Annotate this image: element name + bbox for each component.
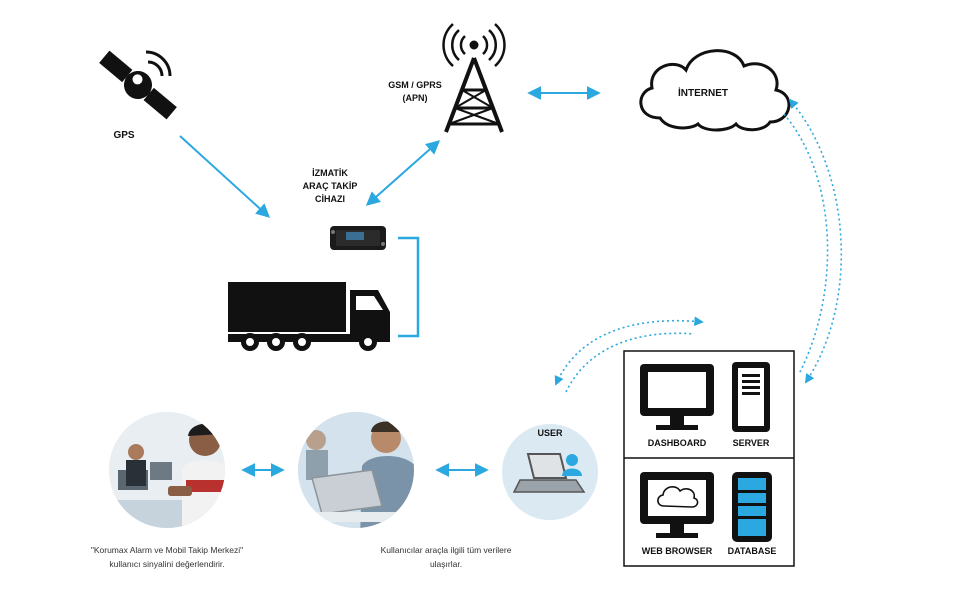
apn-label: (APN) bbox=[403, 93, 428, 103]
database-icon bbox=[732, 472, 772, 542]
internet-server-dotted-arrows bbox=[783, 98, 843, 384]
truck-icon bbox=[228, 282, 390, 351]
database-label: DATABASE bbox=[728, 546, 777, 556]
user-label: USER bbox=[537, 428, 563, 438]
device-label-line1: İZMATİK bbox=[312, 168, 348, 178]
user-server-dotted-arrows bbox=[554, 316, 704, 393]
tracking-device-icon bbox=[330, 226, 386, 250]
gps-to-device-arrow bbox=[179, 135, 271, 218]
device-tower-arrow bbox=[365, 140, 441, 206]
device-label-line3: CİHAZI bbox=[315, 194, 345, 204]
gsm-label: GSM / GPRS bbox=[388, 80, 442, 90]
alarm-caption-line1: "Korumax Alarm ve Mobil Takip Merkezi" bbox=[91, 545, 243, 555]
call-center-photo bbox=[109, 412, 225, 528]
dashboard-label: DASHBOARD bbox=[648, 438, 707, 448]
web-browser-icon bbox=[640, 472, 714, 538]
web-browser-label: WEB BROWSER bbox=[642, 546, 713, 556]
dashboard-monitor-icon bbox=[640, 364, 714, 430]
cell-tower-icon bbox=[442, 23, 506, 133]
satellite-icon bbox=[99, 50, 177, 120]
access-caption-line1: Kullanıcılar araçla ilgili tüm verilere bbox=[381, 545, 512, 555]
server-tower-icon bbox=[732, 362, 770, 432]
device-truck-bracket bbox=[398, 236, 420, 338]
laptop-user-photo bbox=[298, 412, 414, 528]
server-label: SERVER bbox=[733, 438, 770, 448]
laptop-user-icon bbox=[502, 424, 598, 520]
gps-label: GPS bbox=[113, 130, 134, 141]
cloud-icon bbox=[639, 49, 791, 132]
internet-label: İNTERNET bbox=[678, 86, 728, 99]
access-caption-line2: ulaşırlar. bbox=[430, 559, 462, 569]
alarm-caption-line2: kullanıcı sinyalini değerlendirir. bbox=[109, 559, 224, 569]
device-label-line2: ARAÇ TAKİP bbox=[303, 181, 358, 191]
server-box: DASHBOARD SERVER WEB BROWSER DATABASE bbox=[623, 350, 795, 567]
